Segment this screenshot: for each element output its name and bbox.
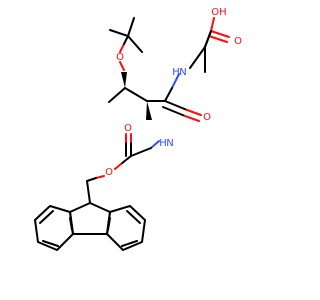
amide-c-segment (164, 87, 173, 102)
carbamate-c-o-bond (120, 155, 132, 165)
ala-alpha-cooh-bond (204, 30, 212, 48)
amide-co-bond-o-a (186, 109, 202, 116)
thr-alpha-n-wedge (146, 101, 152, 120)
carbamate-n-c-bond (150, 140, 160, 149)
ch2-bond (86, 177, 97, 182)
fluorene-c9-left (69, 202, 91, 213)
carbamate-c-segment (130, 147, 152, 157)
fluorene-left-ring (34, 205, 74, 251)
left-ring-double-3 (69, 217, 73, 231)
carbamate-n-label: N (166, 138, 173, 149)
thr-beta-bond (124, 87, 148, 102)
carboxyl-co-bond-a (210, 30, 230, 38)
carboxyl-oh-label: OH (211, 7, 226, 18)
molecule-structure: OH O N H O O N H O O (34, 7, 242, 251)
ether-o-bond-upper (119, 43, 125, 53)
right-ring-double-3 (107, 217, 111, 231)
carboxyl-oh-bond (210, 17, 215, 32)
molecule-canvas: OH O N H O O N H O O (34, 7, 242, 251)
alanine-h-label: H (172, 67, 180, 78)
amide-co-bond-o-b (184, 115, 200, 122)
amide-o-label: O (203, 112, 211, 123)
tbu-methyl-top (127, 17, 135, 37)
ala-alpha-n-bond (189, 46, 206, 69)
left-ring-double-2 (42, 240, 59, 247)
carbamate-ester-o-label: O (105, 167, 113, 178)
carbamate-carbonyl-o-label: O (124, 123, 132, 134)
amide-co-bond-a (164, 100, 188, 111)
thr-ether-wedge (121, 72, 127, 88)
tbu-methyl-right (127, 35, 143, 53)
right-ring-double-2 (121, 240, 138, 247)
carboxyl-co-bond-b (208, 35, 228, 43)
carbamate-o-ester-bond (114, 163, 122, 170)
alanine-n-label: N (179, 67, 186, 78)
thr-methyl-bond (108, 87, 126, 103)
fluorene-c9-right (89, 202, 111, 213)
right-ring-double-1 (126, 210, 141, 224)
fluorene-right-ring (106, 205, 146, 251)
tbu-c-bond (123, 35, 129, 45)
ester-o-ch2-bond (95, 175, 105, 179)
carbamate-h-label: H (159, 138, 167, 149)
ether-o-bond-lower (119, 61, 125, 71)
amide-co-bond-b (162, 106, 186, 117)
amide-n-c-bond (171, 73, 180, 89)
left-ring-double-1 (39, 210, 54, 224)
ch2-c9-bond (86, 180, 91, 204)
carboxyl-o-label: O (234, 36, 242, 47)
ether-o-label: O (116, 52, 124, 63)
tbu-methyl-left (109, 29, 129, 37)
